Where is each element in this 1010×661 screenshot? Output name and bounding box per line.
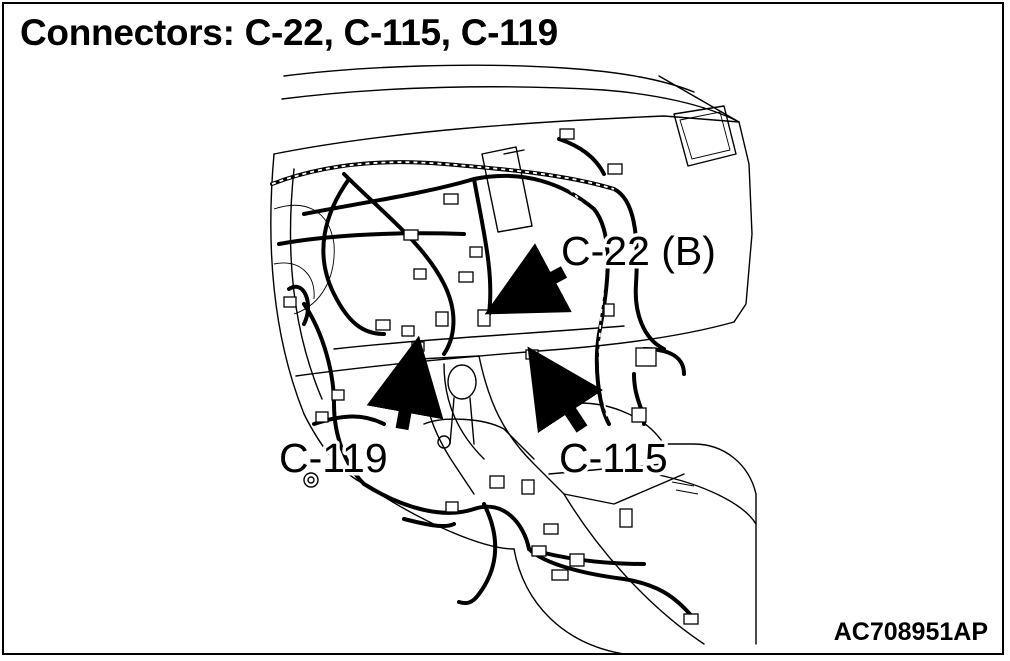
arrow-c119 <box>366 335 444 431</box>
callout-c115: C-115 <box>559 435 668 481</box>
callout-c22: C-22 (B) <box>561 228 716 274</box>
callout-c119: C-119 <box>279 435 388 481</box>
arrow-c115 <box>527 346 604 434</box>
pointer-arrows <box>366 243 604 434</box>
dashboard-outline <box>270 64 753 488</box>
page-title: Connectors: C-22, C-115, C-119 <box>20 12 558 53</box>
wiring-harness <box>270 137 696 621</box>
dashboard-wiring-drawing: C-22 (B) C-119 C-115 <box>270 64 757 653</box>
figure-code: AC708951AP <box>833 618 988 646</box>
